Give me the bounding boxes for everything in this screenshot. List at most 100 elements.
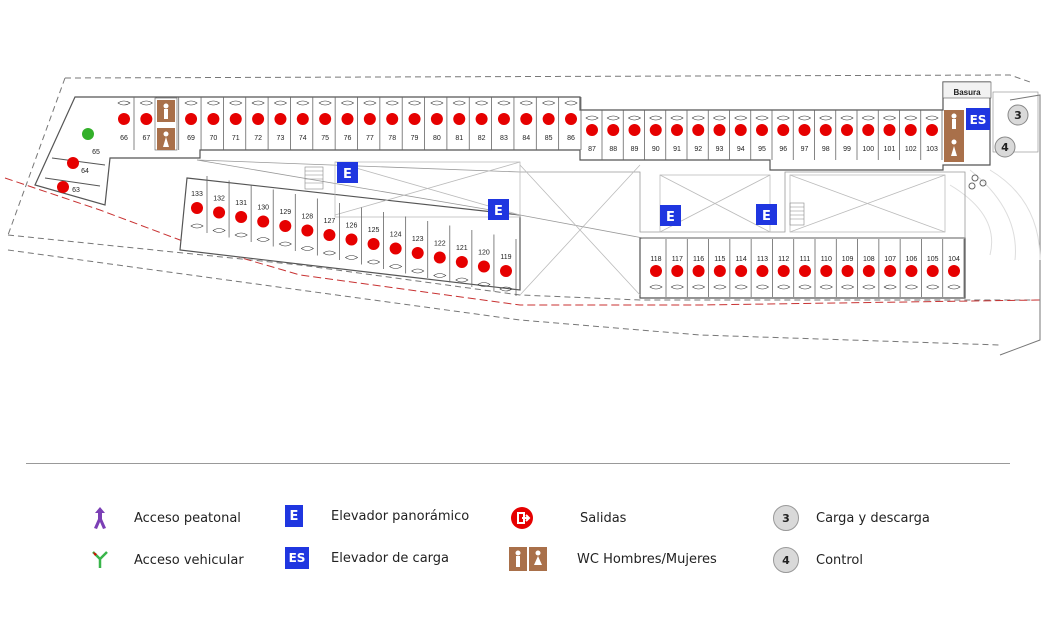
door-icon — [190, 223, 204, 229]
unit-number: 120 — [478, 250, 490, 257]
occupied-unit-dot[interactable] — [341, 113, 354, 125]
occupied-unit-dot[interactable] — [497, 113, 510, 125]
unit-number: 85 — [545, 135, 553, 142]
unit-number: 92 — [694, 146, 702, 153]
occupied-unit-dot[interactable] — [649, 124, 662, 136]
occupied-unit-dot[interactable] — [235, 211, 248, 223]
exit-marker[interactable] — [67, 157, 79, 169]
occupied-unit-dot[interactable] — [520, 113, 533, 125]
door-icon — [256, 237, 270, 242]
door-icon — [734, 115, 748, 121]
door-icon — [433, 273, 447, 278]
occupied-unit-dot[interactable] — [713, 124, 726, 136]
unit-number: 111 — [800, 256, 811, 263]
occupied-unit-dot[interactable] — [191, 202, 203, 214]
occupied-unit-dot[interactable] — [734, 124, 747, 136]
unit-number: 117 — [672, 256, 683, 263]
occupied-unit-dot[interactable] — [408, 113, 421, 125]
door-icon — [273, 100, 287, 106]
occupied-unit-dot[interactable] — [274, 113, 287, 125]
occupied-unit-dot[interactable] — [819, 124, 832, 136]
unit-number: 88 — [609, 146, 617, 153]
occupied-unit-dot[interactable] — [500, 265, 512, 277]
occupied-unit-dot[interactable] — [692, 265, 705, 277]
occupied-unit-dot[interactable] — [207, 113, 220, 125]
occupied-unit-dot[interactable] — [862, 265, 875, 277]
door-icon — [318, 100, 332, 106]
unit-number: 131 — [235, 200, 247, 207]
door-icon — [139, 100, 153, 106]
occupied-unit-dot[interactable] — [777, 124, 790, 136]
occupied-unit-dot[interactable] — [301, 224, 314, 237]
svg-text:4: 4 — [1001, 141, 1009, 154]
unit-number: 84 — [522, 135, 530, 142]
door-icon — [499, 286, 513, 292]
occupied-unit-dot[interactable] — [692, 124, 705, 136]
occupied-unit-dot[interactable] — [363, 113, 376, 125]
occupied-unit-dot[interactable] — [948, 265, 960, 277]
unit-number: 107 — [884, 256, 896, 263]
occupied-unit-dot[interactable] — [411, 247, 424, 259]
occupied-unit-dot[interactable] — [386, 113, 399, 125]
unit-number: 72 — [254, 135, 262, 142]
occupied-unit-dot[interactable] — [475, 113, 488, 125]
occupied-unit-dot[interactable] — [884, 265, 897, 277]
occupied-unit-dot[interactable] — [279, 220, 292, 232]
occupied-unit-dot[interactable] — [433, 251, 446, 264]
occupied-unit-dot[interactable] — [883, 124, 896, 136]
unit-number: 71 — [232, 135, 240, 142]
unit-number: 101 — [884, 146, 896, 153]
occupied-unit-dot[interactable] — [319, 113, 332, 125]
occupied-unit-dot[interactable] — [542, 113, 555, 125]
occupied-unit-dot[interactable] — [453, 113, 466, 125]
occupied-unit-dot[interactable] — [862, 124, 875, 136]
occupied-unit-dot[interactable] — [798, 124, 811, 136]
unit-number: 110 — [821, 256, 832, 263]
occupied-unit-dot[interactable] — [905, 265, 918, 277]
occupied-unit-dot[interactable] — [367, 238, 380, 250]
occupied-unit-dot[interactable] — [118, 113, 130, 125]
door-icon — [712, 115, 727, 121]
pedestrian-access-icon — [85, 505, 115, 531]
occupied-unit-dot[interactable] — [799, 265, 811, 277]
occupied-unit-dot[interactable] — [841, 265, 854, 277]
occupied-unit-dot[interactable] — [477, 260, 490, 273]
occupied-unit-dot[interactable] — [455, 256, 468, 268]
occupied-unit-dot[interactable] — [140, 113, 153, 125]
occupied-unit-dot[interactable] — [735, 265, 748, 277]
occupied-unit-dot[interactable] — [607, 124, 620, 136]
exit-marker[interactable] — [57, 181, 69, 193]
elevator-icon: E — [666, 210, 675, 225]
unit-number: 112 — [778, 256, 789, 263]
control-icon: 4 — [773, 547, 799, 573]
occupied-unit-dot[interactable] — [586, 124, 598, 136]
occupied-unit-dot[interactable] — [257, 215, 270, 228]
occupied-unit-dot[interactable] — [389, 242, 402, 255]
occupied-unit-dot[interactable] — [926, 124, 938, 136]
occupied-unit-dot[interactable] — [296, 113, 309, 125]
occupied-unit-dot[interactable] — [628, 124, 641, 136]
occupied-unit-dot[interactable] — [565, 113, 577, 125]
occupied-unit-dot[interactable] — [777, 265, 790, 277]
occupied-unit-dot[interactable] — [345, 233, 358, 246]
unit-number: 80 — [433, 135, 441, 142]
occupied-unit-dot[interactable] — [926, 265, 939, 277]
door-icon — [861, 115, 875, 121]
occupied-unit-dot[interactable] — [671, 265, 684, 277]
occupied-unit-dot[interactable] — [229, 113, 242, 125]
occupied-unit-dot[interactable] — [841, 124, 853, 136]
service-area: 3 4 — [968, 91, 1039, 190]
occupied-unit-dot[interactable] — [820, 265, 833, 277]
occupied-unit-dot[interactable] — [252, 113, 265, 125]
occupied-unit-dot[interactable] — [756, 265, 769, 277]
occupied-unit-dot[interactable] — [430, 113, 443, 125]
available-unit-dot[interactable] — [82, 128, 94, 140]
occupied-unit-dot[interactable] — [185, 113, 198, 125]
occupied-unit-dot[interactable] — [671, 124, 683, 136]
occupied-unit-dot[interactable] — [904, 124, 917, 136]
occupied-unit-dot[interactable] — [650, 265, 662, 277]
occupied-unit-dot[interactable] — [756, 124, 768, 136]
occupied-unit-dot[interactable] — [323, 229, 336, 241]
occupied-unit-dot[interactable] — [713, 265, 726, 277]
occupied-unit-dot[interactable] — [213, 206, 226, 219]
